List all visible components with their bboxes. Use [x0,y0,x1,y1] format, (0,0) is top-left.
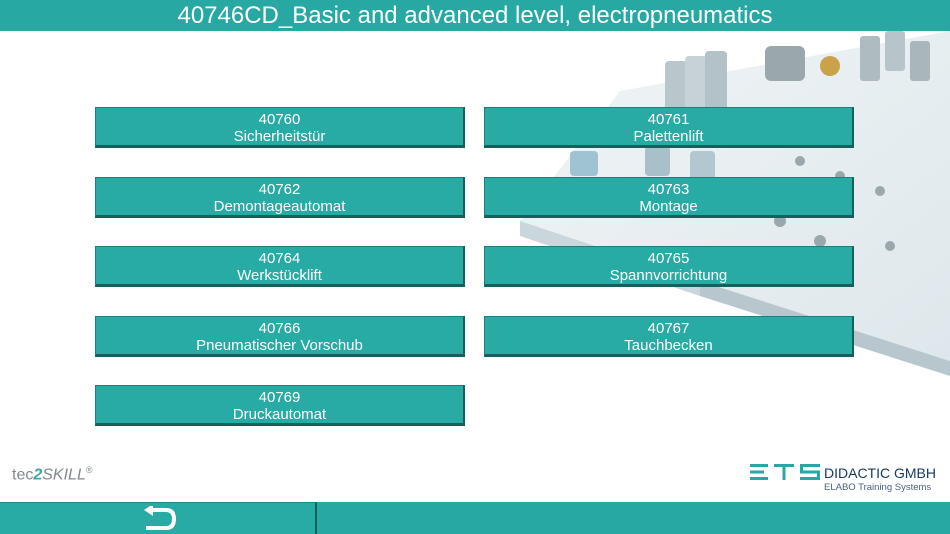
tile-40767[interactable]: 40767 Tauchbecken [484,316,854,357]
tile-name: Werkstücklift [237,267,322,284]
tile-name: Spannvorrichtung [609,267,728,284]
tile-code: 40760 [258,111,301,128]
tile-name: Druckautomat [232,406,327,423]
tile-40761[interactable]: 40761 Palettenlift [484,107,854,148]
company-subtitle: ELABO Training Systems [824,482,932,493]
tile-name: Palettenlift [633,128,704,145]
tile-40764[interactable]: 40764 Werkstücklift [95,246,465,287]
brand-suffix: SKILL [42,466,86,484]
tile-code: 40764 [258,250,301,267]
tile-code: 40765 [647,250,690,267]
registered-mark: ® [85,465,93,475]
tile-name: Pneumatischer Vorschub [196,337,363,354]
tile-40765[interactable]: 40765 Spannvorrichtung [484,246,854,287]
tec2skill-logo: tec2SKILL® [12,465,92,484]
page-title: 40746CD_Basic and advanced level, electr… [0,0,950,31]
ets-logo-icon [750,464,820,480]
return-arrow-icon [143,505,176,530]
tile-code: 40762 [258,181,301,198]
tile-40763[interactable]: 40763 Montage [484,177,854,218]
tile-40760[interactable]: 40760 Sicherheitstür [95,107,465,148]
tile-code: 40766 [258,320,301,337]
machine-background-image [500,31,950,451]
tile-40769[interactable]: 40769 Druckautomat [95,385,465,426]
brand-two: 2 [33,466,43,484]
company-name: DIDACTIC GMBH [824,465,936,481]
brand-prefix: tec [12,466,34,484]
tile-40762[interactable]: 40762 Demontageautomat [95,177,465,218]
back-button[interactable] [0,502,317,534]
tile-code: 40761 [647,111,690,128]
tile-code: 40763 [647,181,690,198]
tile-name: Montage [639,198,698,215]
tile-code: 40767 [647,320,690,337]
tile-code: 40769 [258,389,301,406]
tile-40766[interactable]: 40766 Pneumatischer Vorschub [95,316,465,357]
tile-name: Tauchbecken [624,337,713,354]
tile-name: Sicherheitstür [233,128,326,145]
ets-didactic-logo: DIDACTIC GMBH ELABO Training Systems [750,463,945,495]
tile-name: Demontageautomat [213,198,346,215]
